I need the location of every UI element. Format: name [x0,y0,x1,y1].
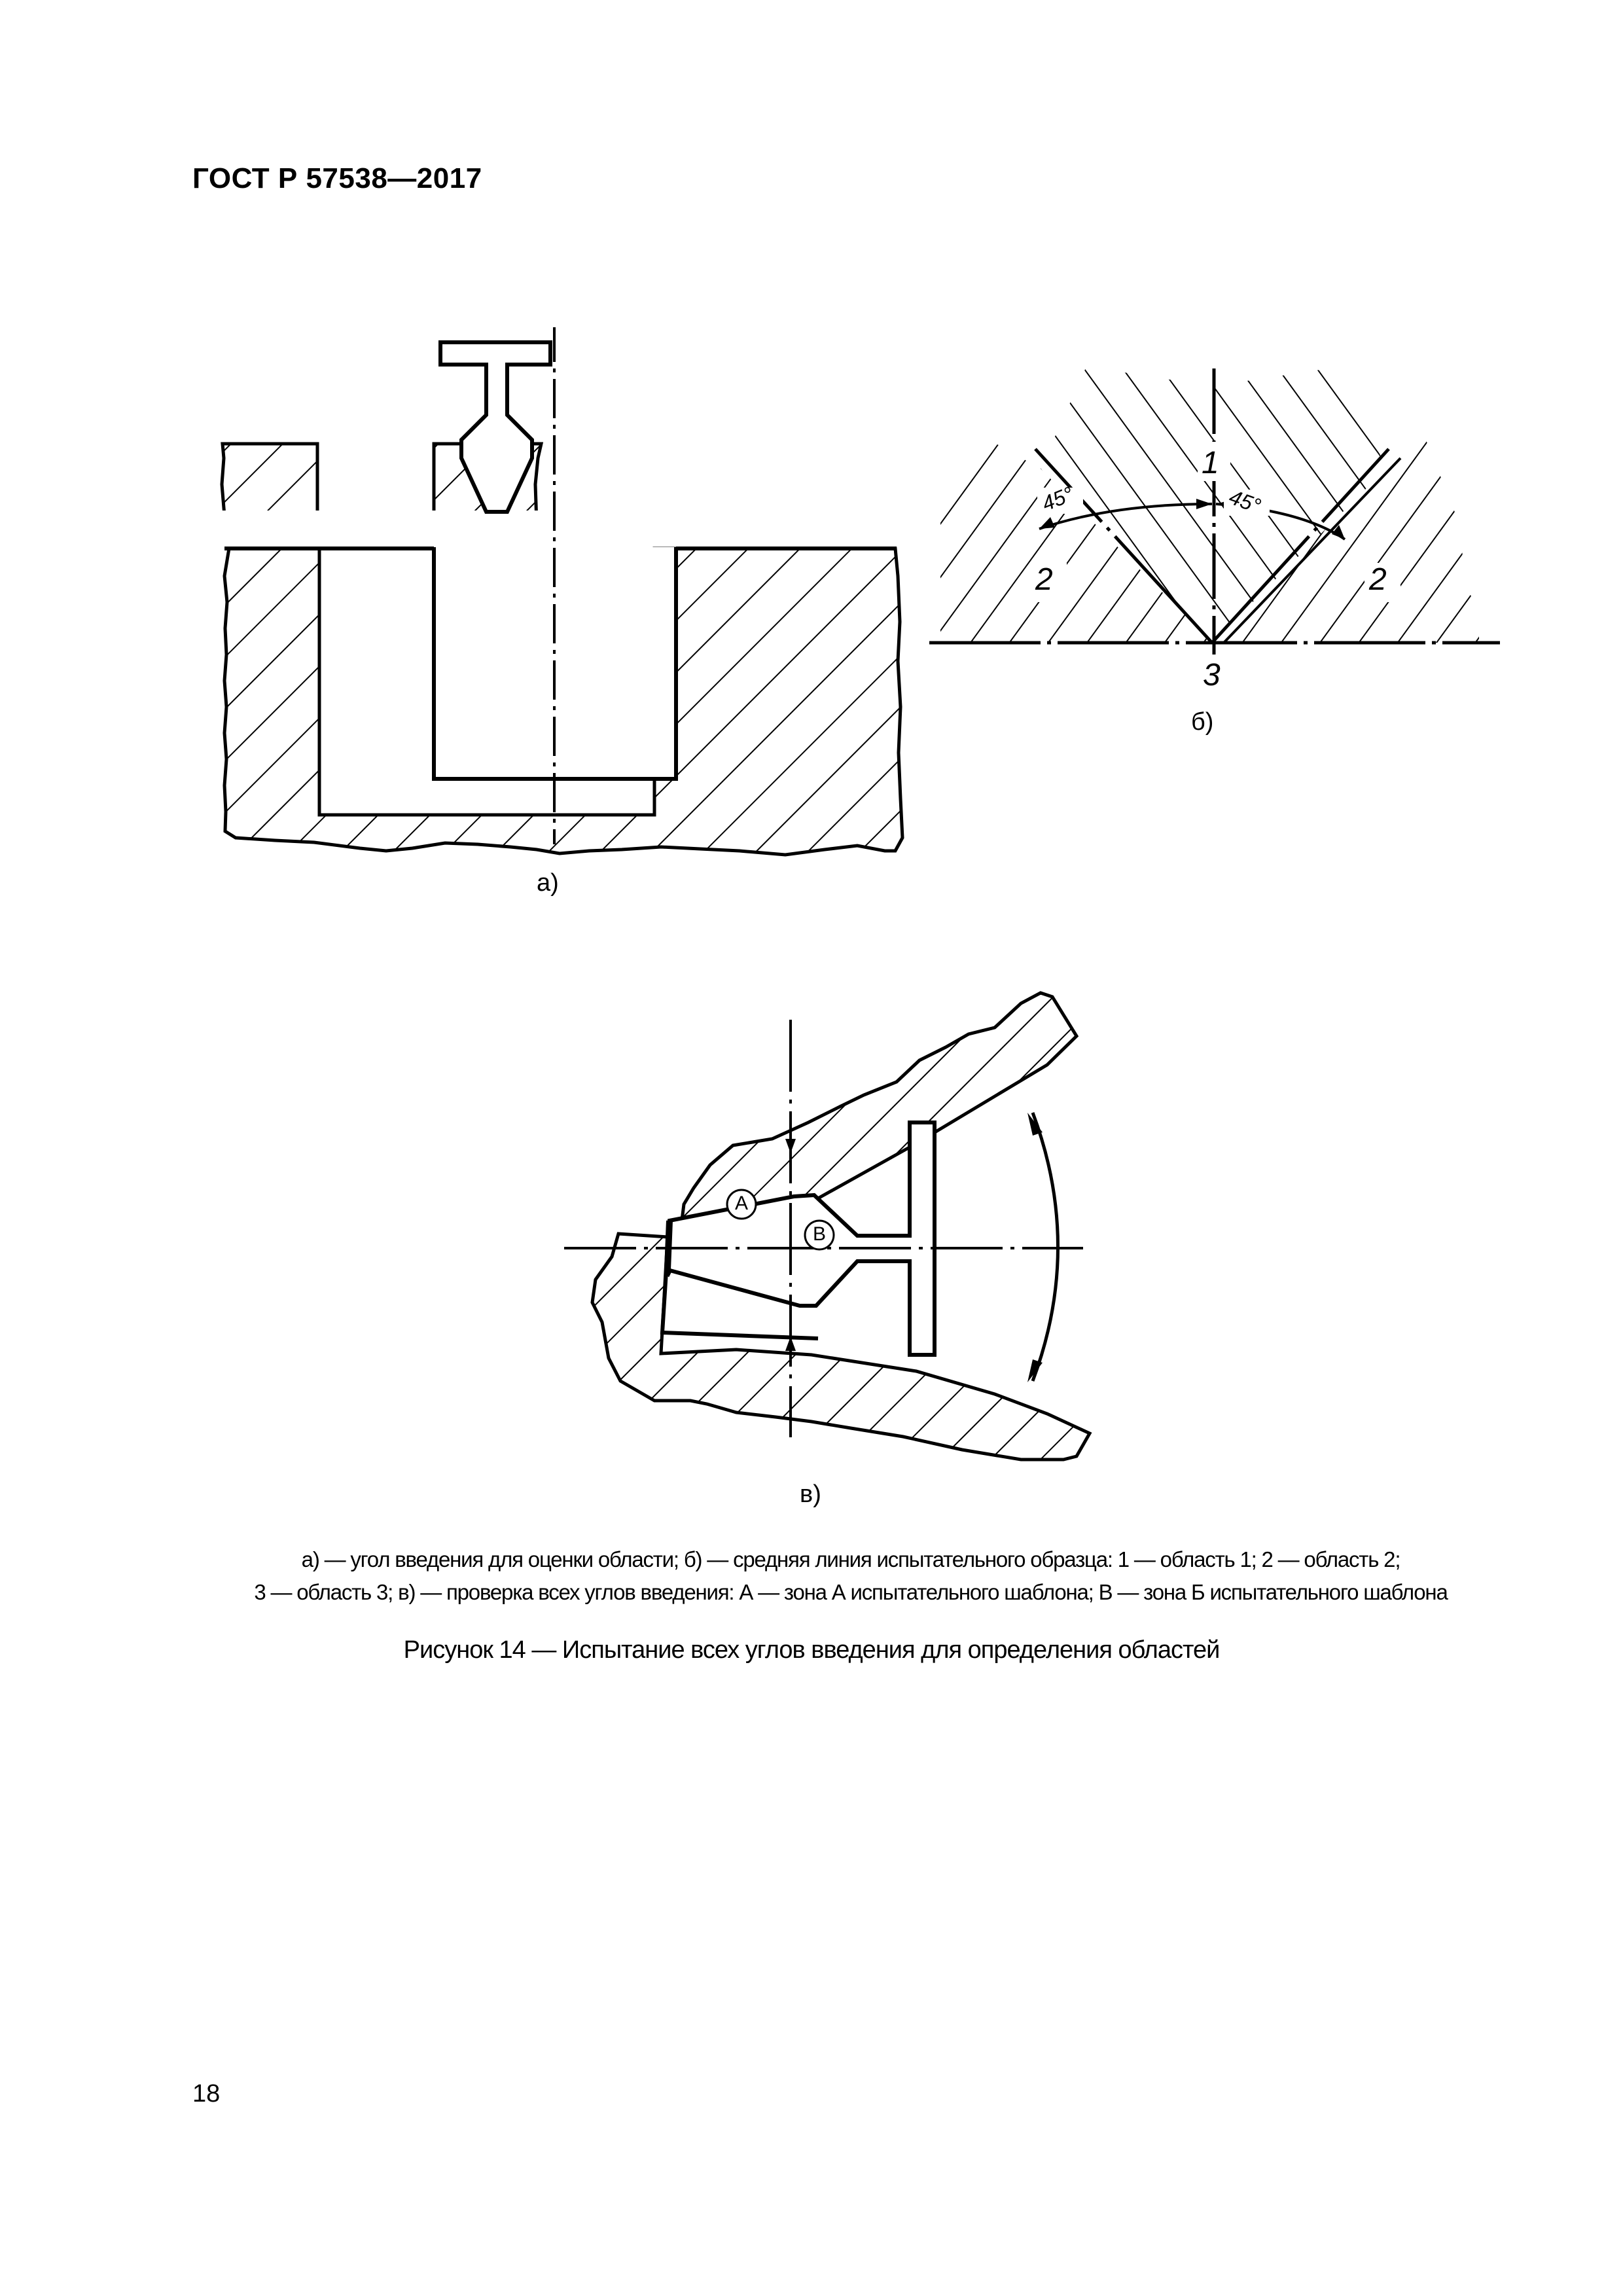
figure-caption: Рисунок 14 — Испытание всех углов введен… [403,1636,1221,1664]
zone-b-circle [804,1219,835,1251]
angle-arc-left [1039,503,1213,530]
hatched-body [223,547,904,857]
panel-b [916,367,1505,655]
document-header: ГОСТ Р 57538—2017 [192,162,482,194]
panel-c-label: в) [800,1480,821,1508]
boundary-right-outer [1222,457,1402,644]
probe-outline-c [665,1121,936,1357]
region-2-right [1212,425,1479,643]
region-2-right-number: 2 [1369,562,1387,597]
region-1-number: 1 [1202,446,1219,480]
panel-c [564,991,1092,1462]
lower-jaw [590,1232,1092,1462]
boundary-left [1034,448,1213,644]
page-number: 18 [192,2080,221,2108]
boundary-right [1211,448,1390,644]
probe-outline [438,340,552,514]
panel-a-clean [216,323,904,877]
rotation-arc [1031,1112,1060,1382]
zone-b-label: B [813,1223,827,1245]
zone-a-circle [726,1189,757,1220]
arrow-up [1027,1113,1043,1136]
panel-a-label: а) [537,869,559,897]
arrow-down [1027,1359,1043,1382]
region-3-number: 3 [1203,658,1221,692]
region-2-left-number: 2 [1035,562,1053,597]
panel-b-label: б) [1191,708,1214,736]
test-probe [321,342,431,414]
legend-line-2: 3 — область 3; в) — проверка всех углов … [254,1580,1448,1604]
figure-legend: а) — угол введения для оценки области; б… [164,1543,1538,1609]
region-2-left [940,432,1212,643]
zone-a-label: A [735,1193,749,1214]
cavity-outline [660,1220,819,1340]
legend-line-1: а) — угол введения для оценки области; б… [301,1547,1401,1571]
